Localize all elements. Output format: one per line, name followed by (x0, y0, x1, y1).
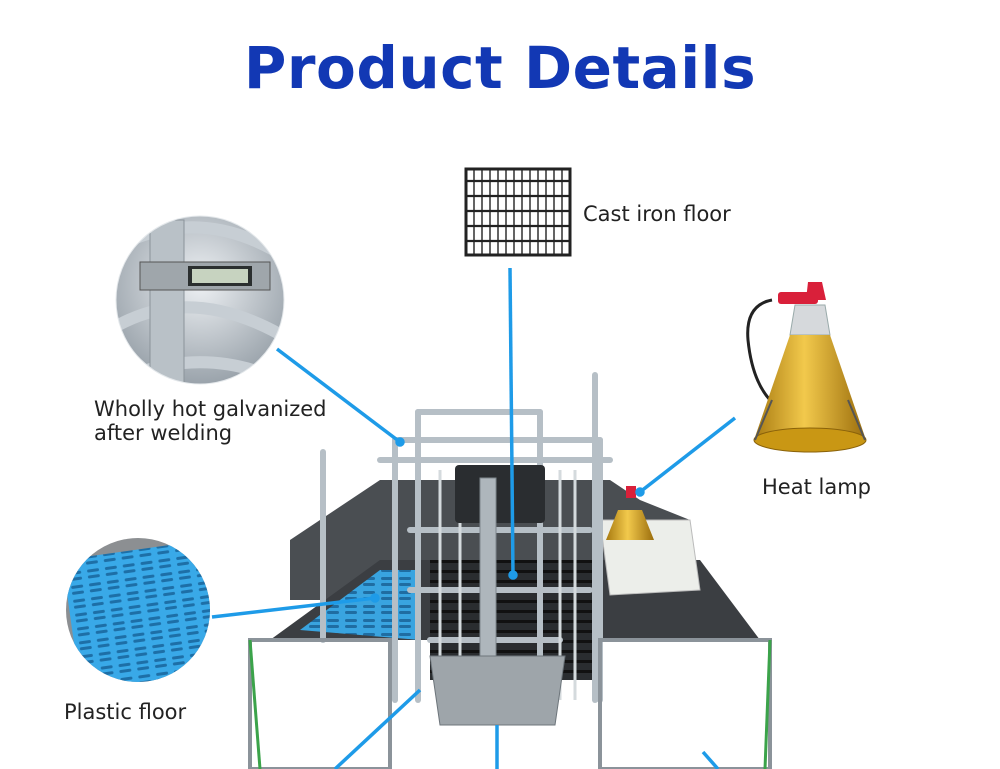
plastic-floor-callout-line (211, 596, 376, 619)
heat-lamp-image (746, 282, 867, 453)
galvanized-label-line1: Wholly hot galvanized (94, 397, 327, 421)
page-title: Product Details (243, 34, 757, 102)
farrowing-crate-image (248, 372, 772, 769)
plastic-floor-image (66, 538, 210, 682)
galvanized-label-line2: after welding (94, 421, 233, 445)
cast-iron-floor-image (464, 167, 572, 257)
plastic-floor-label: Plastic floor (64, 700, 187, 724)
cast-iron-callout-line (508, 267, 515, 576)
heat-lamp-callout-line (638, 416, 737, 494)
galvanized-callout-line (275, 347, 402, 444)
heat-lamp-label: Heat lamp (762, 475, 871, 499)
galvanized-pipe-image (115, 215, 285, 385)
cast-iron-floor-label: Cast iron floor (583, 202, 731, 226)
callout-lines (211, 267, 737, 769)
